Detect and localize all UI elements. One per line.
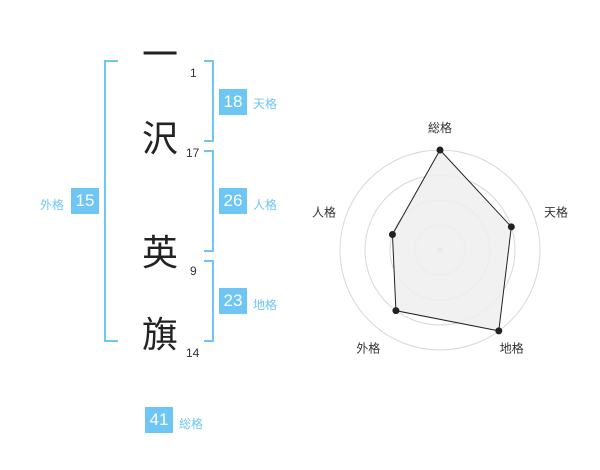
radar-polygon <box>391 149 512 332</box>
name-char-3: 英 <box>142 233 179 274</box>
radar-axis-label: 総格 <box>428 120 452 135</box>
chikaku-value: 23 <box>219 288 247 314</box>
stroke-count-4: 14 <box>186 346 200 360</box>
tenkaku-bracket <box>204 60 214 142</box>
radar-point-4 <box>392 307 400 315</box>
radar-axis-label: 地格 <box>500 341 524 356</box>
radar-point-5 <box>388 231 396 239</box>
radar-point-1 <box>436 146 444 154</box>
jinkaku-value: 26 <box>219 188 247 214</box>
radar-point-3 <box>495 327 503 335</box>
gaikaku-label: 外格 <box>40 198 65 212</box>
name-char-4: 旗 <box>142 315 179 356</box>
name-char-1: 一 <box>142 35 179 76</box>
tenkaku-value: 18 <box>219 89 247 115</box>
stroke-count-2: 17 <box>186 146 200 160</box>
name-char-2: 沢 <box>142 119 179 160</box>
gaikaku-bracket <box>104 60 118 342</box>
tenkaku-label: 天格 <box>253 97 278 111</box>
gaikaku-value: 15 <box>71 188 99 214</box>
radar-axis-label: 外格 <box>356 341 380 356</box>
jinkaku-bracket <box>204 150 214 252</box>
soukaku-value: 41 <box>145 407 173 433</box>
stroke-count-1: 1 <box>190 66 197 80</box>
jinkaku-label: 人格 <box>253 198 278 212</box>
radar-axis-label: 天格 <box>544 204 568 219</box>
radar-point-2 <box>507 223 515 231</box>
radar-axis-label: 人格 <box>312 204 336 219</box>
chikaku-label: 地格 <box>253 298 278 312</box>
soukaku-label: 総格 <box>179 417 204 431</box>
chikaku-bracket <box>204 260 214 342</box>
stroke-count-3: 9 <box>190 264 197 278</box>
